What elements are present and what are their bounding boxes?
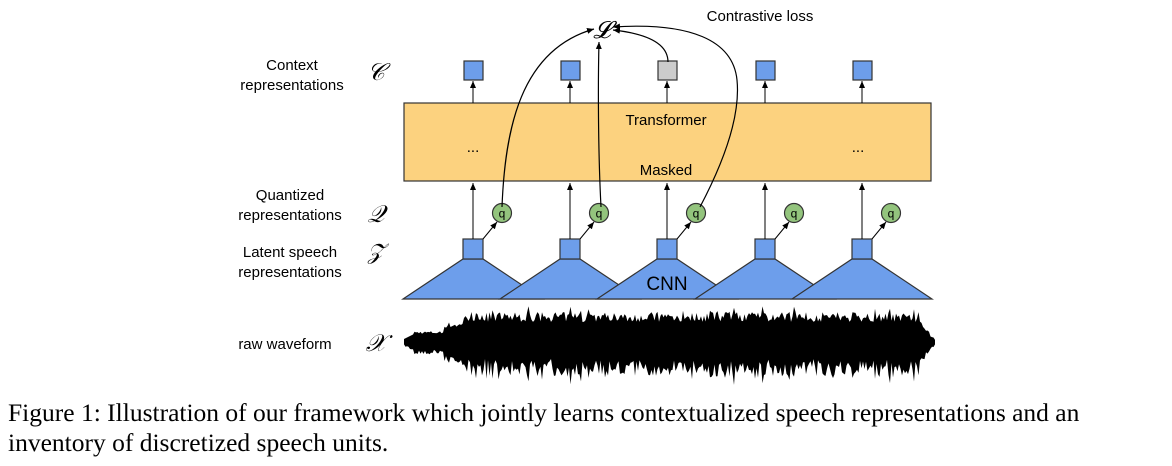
latent-row-label: Latent speech representations 𝒵 — [238, 239, 389, 281]
latent-label-line1: Latent speech — [243, 244, 337, 261]
latent-box — [462, 238, 484, 260]
loss-symbol: 𝓛 — [593, 18, 617, 44]
figure-caption: Figure 1: Illustration of our framework … — [8, 398, 1080, 457]
ellipsis-right: ... — [852, 139, 865, 156]
raw-row-label: raw waveform 𝒳 — [238, 331, 393, 357]
context-box — [463, 60, 484, 81]
latent-box — [851, 238, 873, 260]
latent-label-line2: representations — [238, 264, 341, 281]
latent-box — [656, 238, 678, 260]
loss-arrow-context — [612, 27, 669, 63]
timestep-column: q — [559, 60, 610, 260]
context-box — [560, 60, 581, 81]
latent-to-quantizer-arrow — [579, 221, 595, 240]
context-label-line2: representations — [240, 77, 343, 94]
contrastive-loss-label: Contrastive loss — [707, 8, 814, 25]
loss-arrow-positive — [612, 23, 739, 208]
quantizer-label: q — [499, 207, 506, 221]
quantized-label-line1: Quantized — [256, 187, 324, 204]
masked-context-box — [657, 60, 678, 81]
raw-symbol: 𝒳 — [366, 331, 394, 357]
latent-to-quantizer-arrow — [774, 221, 790, 240]
loss-arrow-distractor-2 — [595, 41, 602, 208]
context-row-label: Context representations 𝒞 — [240, 57, 391, 94]
quantizer-node — [588, 202, 610, 224]
raw-label: raw waveform — [238, 336, 331, 353]
latent-symbol: 𝒵 — [367, 239, 390, 264]
cnn-trapezoid — [790, 258, 934, 300]
quantizer-node — [880, 202, 902, 224]
quantizer-label: q — [693, 207, 700, 221]
loss-arrow-distractor-1 — [501, 28, 595, 208]
transformer-label: Transformer — [625, 112, 706, 129]
ellipsis-left: ... — [467, 139, 480, 156]
quantizer-node — [685, 202, 707, 224]
latent-to-quantizer-arrow — [482, 221, 498, 240]
latent-box — [754, 238, 776, 260]
context-box — [852, 60, 873, 81]
quantized-symbol: 𝒬 — [367, 202, 388, 228]
raw-waveform — [404, 306, 935, 385]
contrastive-arrows — [501, 23, 739, 208]
context-symbol: 𝒞 — [367, 60, 391, 86]
framework-diagram: Context representations 𝒞 Quantized repr… — [238, 8, 935, 385]
masked-label: Masked — [640, 162, 693, 179]
latent-to-quantizer-arrow — [871, 221, 887, 240]
quantized-label-line2: representations — [238, 207, 341, 224]
latent-box — [559, 238, 581, 260]
timestep-column: q — [851, 60, 902, 260]
context-box — [755, 60, 776, 81]
timestep-column: q — [754, 60, 805, 260]
quantizer-node — [783, 202, 805, 224]
latent-to-quantizer-arrow — [676, 221, 692, 240]
context-label-line1: Context — [266, 57, 319, 74]
quantizer-label: q — [888, 207, 895, 221]
cnn-encoder — [401, 258, 934, 300]
cnn-label: CNN — [646, 274, 687, 295]
timestep-column: q — [656, 60, 707, 260]
quantizer-label: q — [791, 207, 798, 221]
quantizer-label: q — [596, 207, 603, 221]
quantized-row-label: Quantized representations 𝒬 — [238, 187, 388, 228]
